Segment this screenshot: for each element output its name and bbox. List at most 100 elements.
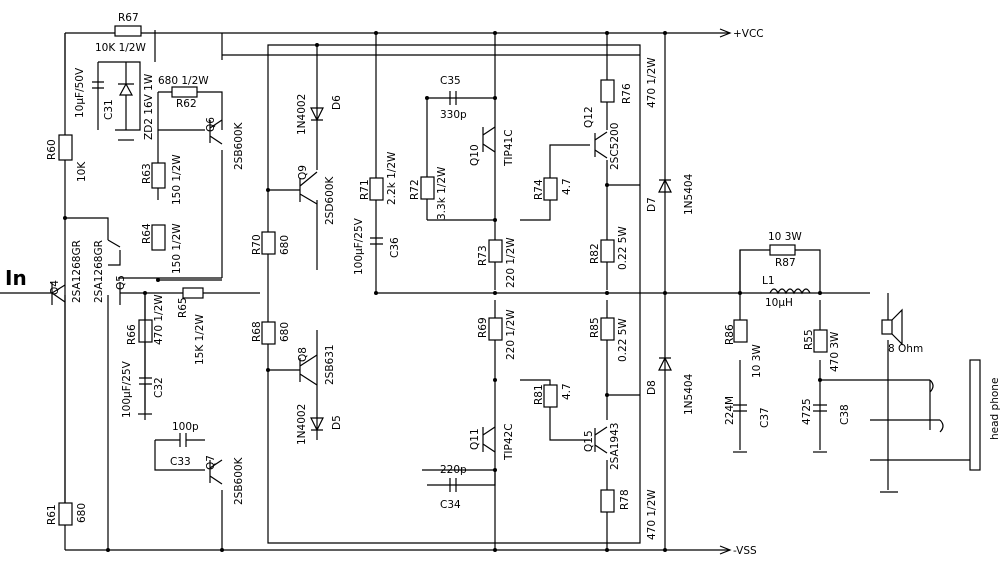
transistor-q12 xyxy=(594,131,608,159)
label-q6: Q6 xyxy=(205,117,217,132)
type-q11: TIP42C xyxy=(503,423,515,461)
value-c33: 100p xyxy=(172,421,199,433)
label-d6: D6 xyxy=(331,95,343,110)
label-q10: Q10 xyxy=(469,144,481,166)
type-d8: 1N5404 xyxy=(683,373,695,415)
capacitor-c32 xyxy=(138,293,152,415)
type-d5: 1N4002 xyxy=(296,404,308,445)
label-c36: C36 xyxy=(389,237,401,258)
type-q8: 2SB631 xyxy=(324,344,336,385)
label-r86: R86 xyxy=(724,324,736,345)
transistor-q8 xyxy=(299,354,318,386)
resistor-r60 xyxy=(58,134,73,161)
value-r63: 150 1/2W xyxy=(171,154,183,205)
diode-d5 xyxy=(310,417,324,432)
junction-dots xyxy=(63,31,822,552)
type-q10: TIP41C xyxy=(503,129,515,167)
capacitor-c31 xyxy=(92,81,104,89)
value-r82: 0.22 5W xyxy=(617,226,629,270)
components xyxy=(51,25,981,526)
label-c32: C32 xyxy=(153,377,165,398)
label-r63: R63 xyxy=(141,163,153,184)
value-c38: 4725 xyxy=(801,398,813,425)
type-d7: 1N5404 xyxy=(683,173,695,215)
label-q5: Q5 xyxy=(115,275,127,290)
type-q15: 2SA1943 xyxy=(609,423,621,470)
value-r76: 470 1/2W xyxy=(646,57,658,108)
value-r73: 220 1/2W xyxy=(505,237,517,288)
label-r76: R76 xyxy=(621,83,633,104)
resistor-r71 xyxy=(369,177,384,201)
type-q5: 2SA1268GR xyxy=(93,240,105,303)
label-q9: Q9 xyxy=(297,165,309,180)
label-c33: C33 xyxy=(170,456,191,468)
transistor-q15 xyxy=(594,426,608,454)
value-r85: 0.22 5W xyxy=(617,318,629,362)
resistor-r87 xyxy=(769,244,796,256)
label-r61: R61 xyxy=(46,504,58,525)
label-q11: Q11 xyxy=(469,428,481,450)
resistor-r85 xyxy=(600,317,615,341)
headphone-label: head phone xyxy=(989,378,1000,440)
label-r67: R67 xyxy=(118,12,139,24)
value-r65: 15K 1/2W xyxy=(194,314,206,365)
label-r62: R62 xyxy=(176,98,197,110)
value-r61: 680 xyxy=(76,503,88,523)
label-r66: R66 xyxy=(126,324,138,345)
diode-d7 xyxy=(658,178,672,193)
inductor-l1 xyxy=(769,288,811,295)
type-q7: 2SB600K xyxy=(233,456,245,505)
label-r69: R69 xyxy=(477,317,489,338)
resistor-r73 xyxy=(488,239,503,263)
value-r81: 4.7 xyxy=(561,383,573,400)
resistor-r72 xyxy=(420,176,435,200)
resistor-r61 xyxy=(58,502,73,526)
capacitor-c38 xyxy=(813,404,827,412)
label-r65: R65 xyxy=(177,297,189,318)
label-r64: R64 xyxy=(141,223,153,244)
transistor-q9 xyxy=(299,171,318,205)
transistor-q11 xyxy=(482,426,496,453)
resistor-r70 xyxy=(261,231,276,255)
value-r64: 150 1/2W xyxy=(171,223,183,274)
speaker-label: 8 Ohm xyxy=(888,343,923,355)
label-r82: R82 xyxy=(589,243,601,264)
label-c34: C34 xyxy=(440,499,461,511)
resistor-r74 xyxy=(543,177,558,201)
label-r73: R73 xyxy=(477,245,489,266)
capacitor-c33 xyxy=(155,433,205,447)
value-c34: 220p xyxy=(440,464,467,476)
label-r74: R74 xyxy=(533,179,545,200)
label-d5: D5 xyxy=(331,415,343,430)
value-c35: 330p xyxy=(440,109,467,121)
input-label: In xyxy=(5,266,27,290)
type-q4: 2SA1268GR xyxy=(71,240,83,303)
label-zd2: ZD2 16V 1W xyxy=(143,73,155,140)
value-r87: 10 3W xyxy=(768,231,802,243)
value-r86: 10 3W xyxy=(751,344,763,378)
value-r71: 2.2k 1/2W xyxy=(386,151,398,205)
label-d7: D7 xyxy=(646,197,658,212)
type-q6: 2SB600K xyxy=(233,121,245,170)
value-r67: 10K 1/2W xyxy=(95,42,146,54)
capacitor-c36 xyxy=(370,237,383,245)
value-r69: 220 1/2W xyxy=(505,309,517,360)
transistor-q10 xyxy=(482,126,496,153)
value-l1: 10μH xyxy=(765,297,793,309)
label-q15: Q15 xyxy=(583,430,595,452)
label-q4: Q4 xyxy=(49,280,61,295)
label-r87: R87 xyxy=(775,257,796,269)
capacitor-c35 xyxy=(449,91,457,105)
type-q9: 2SD600K xyxy=(324,176,336,225)
capacitor-c34 xyxy=(449,478,457,492)
label-q7: Q7 xyxy=(205,455,217,470)
label-l1: L1 xyxy=(762,275,775,287)
value-r78: 470 1/2W xyxy=(646,489,658,540)
value-c31: 10μF/50V xyxy=(74,67,86,118)
label-r60: R60 xyxy=(46,139,58,160)
label-d8: D8 xyxy=(646,380,658,395)
value-r74: 4.7 xyxy=(561,178,573,195)
rail-vcc: +VCC xyxy=(733,28,764,40)
resistor-r78 xyxy=(600,489,615,513)
